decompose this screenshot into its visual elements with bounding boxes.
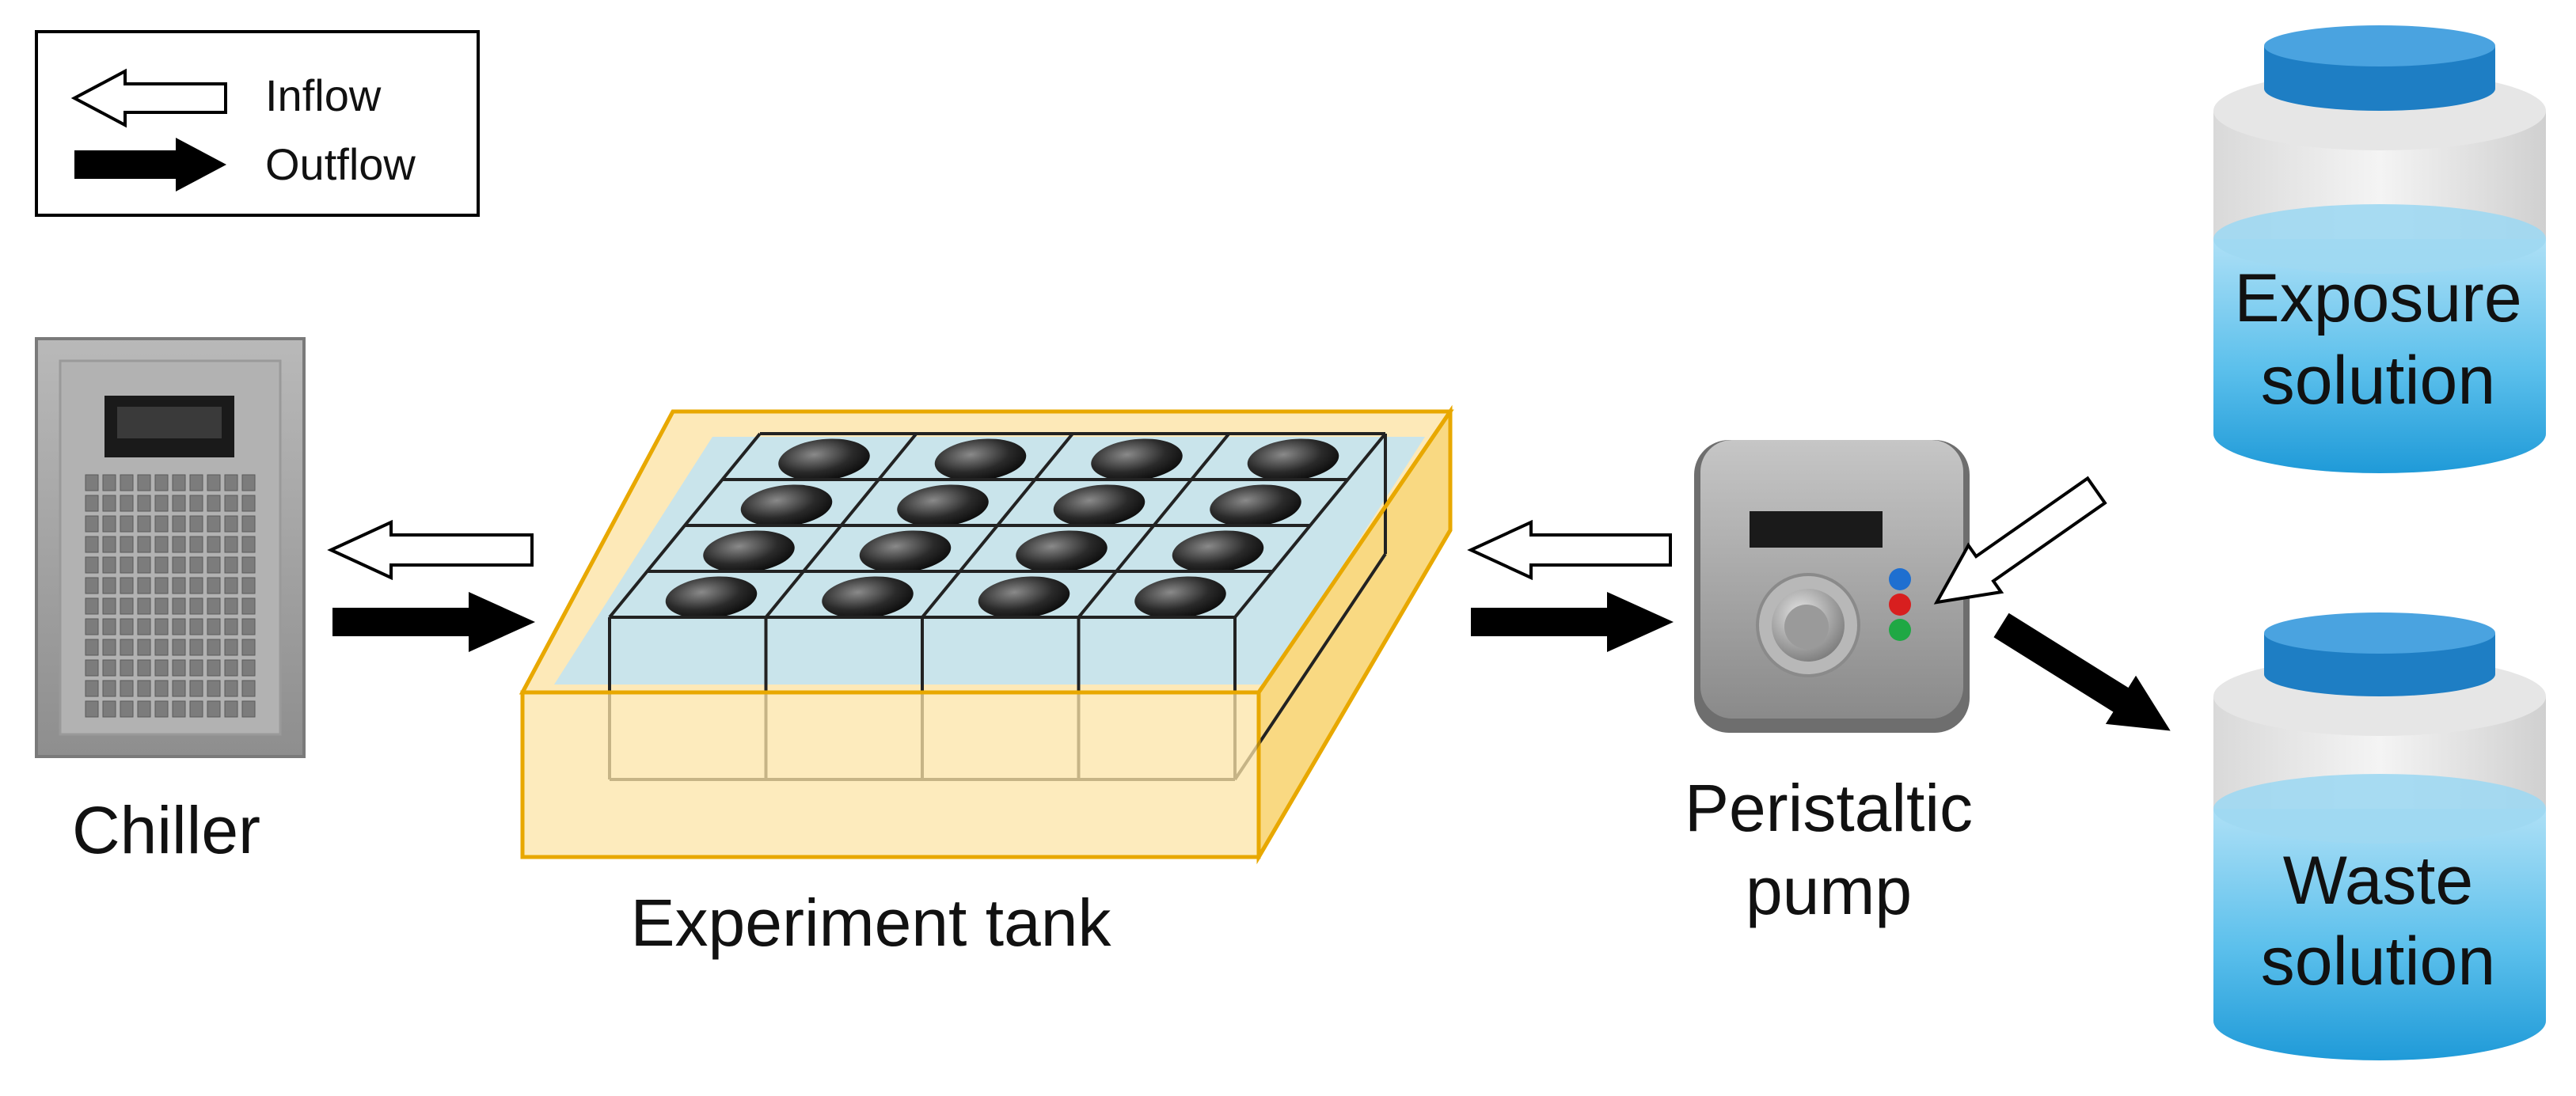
tank-label: Experiment tank: [631, 886, 1112, 960]
tank-outflow-arrow-icon: [1471, 592, 1674, 652]
mussel-icon: [665, 576, 758, 619]
chiller-label: Chiller: [72, 793, 260, 867]
mussel-icon: [1172, 530, 1264, 573]
mussel-icon: [1134, 576, 1226, 619]
legend-inflow-label: Inflow: [265, 70, 382, 120]
legend-box: [35, 30, 480, 217]
pump-icon: [1694, 440, 1970, 733]
waste-label-line1: Waste: [2283, 843, 2474, 919]
pump-red-light-icon: [1889, 594, 1911, 616]
waste-outflow-arrow-icon: [1993, 612, 2171, 731]
chiller-outflow-arrow-icon: [332, 592, 535, 652]
pump-green-light-icon: [1889, 619, 1911, 641]
mussel-icon: [740, 484, 833, 527]
mussel-icon: [897, 484, 989, 527]
exposure-solution-jar: [2213, 25, 2546, 473]
mussel-icon: [822, 576, 914, 619]
mussel-icon: [778, 438, 870, 481]
mussel-icon: [934, 438, 1027, 481]
chiller-grille: [85, 474, 256, 718]
chiller-icon: [35, 337, 306, 758]
pump-blue-light-icon: [1889, 568, 1911, 590]
legend-outflow-label: Outflow: [265, 139, 416, 189]
mussel-icon: [859, 530, 952, 573]
exposure-inflow-arrow-icon: [1933, 476, 2107, 605]
pump-label-line1: Peristaltic: [1685, 771, 1973, 845]
mussels: [665, 438, 1339, 619]
mussel-icon: [1053, 484, 1146, 527]
mussel-icon: [1016, 530, 1108, 573]
exposure-label-line1: Exposure: [2234, 260, 2521, 336]
chiller-inflow-arrow-icon: [327, 519, 534, 581]
waste-label-line2: solution: [2261, 923, 2495, 999]
legend: Inflow Outflow: [35, 30, 480, 217]
mussel-icon: [1210, 484, 1301, 527]
waste-solution-jar: [2213, 612, 2546, 1060]
mussel-icon: [978, 576, 1070, 619]
tank-inflow-arrow-icon: [1467, 519, 1672, 581]
experiment-tank: [519, 404, 1454, 865]
legend-outflow-arrow-icon: [74, 138, 226, 192]
exposure-label-line2: solution: [2261, 343, 2495, 419]
pump-label-line2: pump: [1746, 854, 1912, 928]
legend-inflow-arrow-icon: [70, 68, 227, 128]
mussel-icon: [1091, 438, 1183, 481]
mussel-icon: [703, 530, 795, 573]
mussel-icon: [1247, 438, 1339, 481]
